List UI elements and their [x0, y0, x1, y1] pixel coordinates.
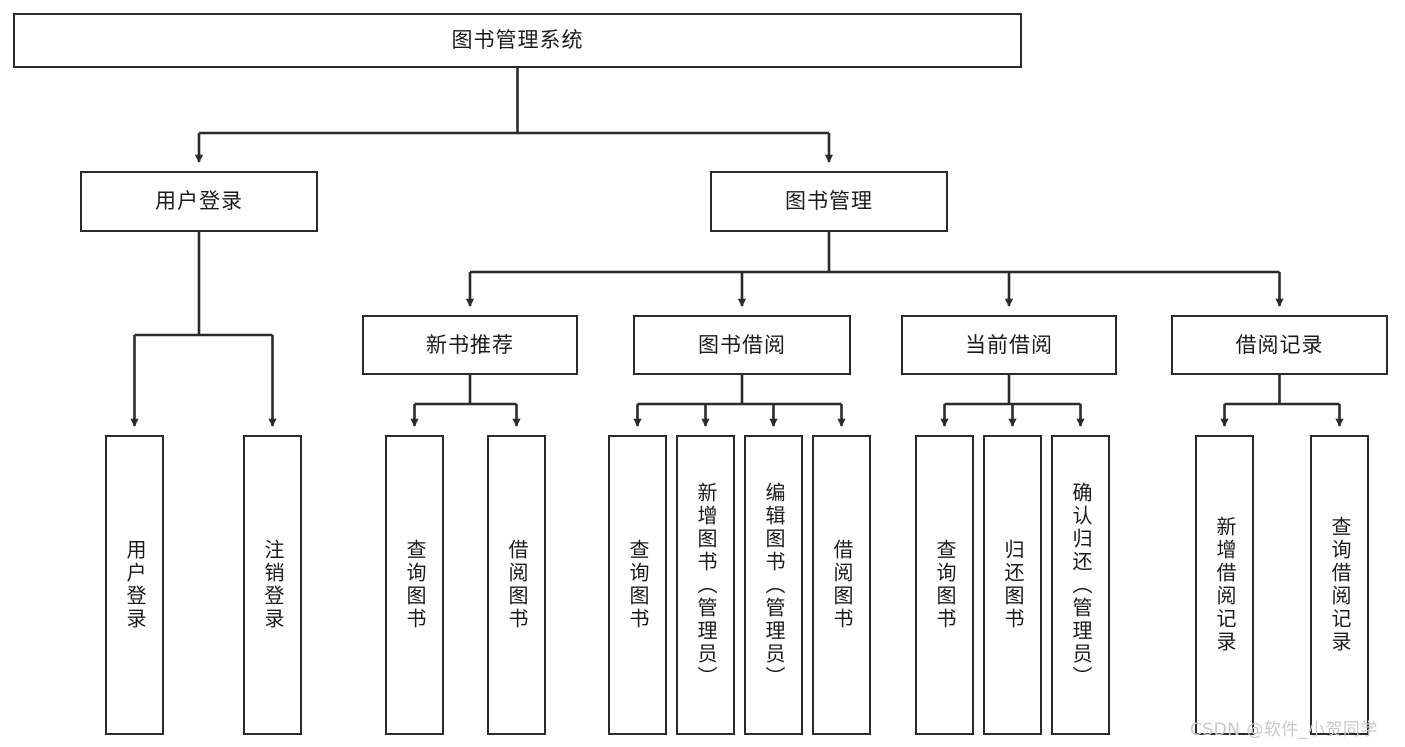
node-user-login[interactable]: 用户登录 [80, 171, 318, 232]
node-nbr-borrow-book[interactable]: 借阅图书 [487, 435, 546, 735]
node-bb-edit-book[interactable]: 编辑图书（管理员） [744, 435, 803, 735]
node-label-cb-confirm-return: 确认归还（管理员） [1069, 481, 1093, 689]
node-current-borrow[interactable]: 当前借阅 [901, 315, 1117, 375]
node-book-borrow[interactable]: 图书借阅 [633, 315, 851, 375]
node-leaf-user-login[interactable]: 用户登录 [105, 435, 164, 735]
node-label-leaf-user-logout: 注销登录 [261, 539, 285, 631]
node-borrow-record[interactable]: 借阅记录 [1171, 315, 1388, 375]
node-label-user-login: 用户登录 [155, 189, 243, 214]
node-br-query-record[interactable]: 查询借阅记录 [1310, 435, 1369, 735]
node-label-nbr-borrow-book: 借阅图书 [505, 539, 529, 631]
node-label-current-borrow: 当前借阅 [965, 332, 1053, 357]
node-label-br-query-record: 查询借阅记录 [1328, 516, 1352, 654]
node-label-cb-return-book: 归还图书 [1001, 539, 1025, 631]
node-label-book-manage: 图书管理 [785, 189, 873, 214]
node-label-nbr-query-book: 查询图书 [403, 539, 427, 631]
node-label-leaf-user-login: 用户登录 [123, 539, 147, 631]
node-label-book-borrow: 图书借阅 [698, 332, 786, 357]
node-leaf-user-logout[interactable]: 注销登录 [243, 435, 302, 735]
node-bb-borrow-book[interactable]: 借阅图书 [812, 435, 871, 735]
node-cb-confirm-return[interactable]: 确认归还（管理员） [1051, 435, 1110, 735]
node-cb-query-book[interactable]: 查询图书 [915, 435, 974, 735]
node-label-bb-query-book: 查询图书 [626, 539, 650, 631]
node-label-bb-add-book: 新增图书（管理员） [694, 481, 718, 689]
node-root[interactable]: 图书管理系统 [13, 13, 1022, 68]
node-book-manage[interactable]: 图书管理 [710, 171, 948, 232]
node-label-br-add-record: 新增借阅记录 [1213, 516, 1237, 654]
node-label-new-book-rec: 新书推荐 [426, 332, 514, 357]
node-nbr-query-book[interactable]: 查询图书 [385, 435, 444, 735]
node-br-add-record[interactable]: 新增借阅记录 [1195, 435, 1254, 735]
node-label-root: 图书管理系统 [451, 28, 584, 53]
node-label-cb-query-book: 查询图书 [933, 539, 957, 631]
node-bb-add-book[interactable]: 新增图书（管理员） [676, 435, 735, 735]
node-label-borrow-record: 借阅记录 [1235, 332, 1324, 357]
csdn-watermark: CSDN @软件_小贺同学 [1190, 720, 1378, 740]
node-new-book-rec[interactable]: 新书推荐 [362, 315, 578, 375]
node-cb-return-book[interactable]: 归还图书 [983, 435, 1042, 735]
node-label-bb-edit-book: 编辑图书（管理员） [762, 481, 786, 689]
node-bb-query-book[interactable]: 查询图书 [608, 435, 667, 735]
node-label-bb-borrow-book: 借阅图书 [830, 539, 854, 631]
